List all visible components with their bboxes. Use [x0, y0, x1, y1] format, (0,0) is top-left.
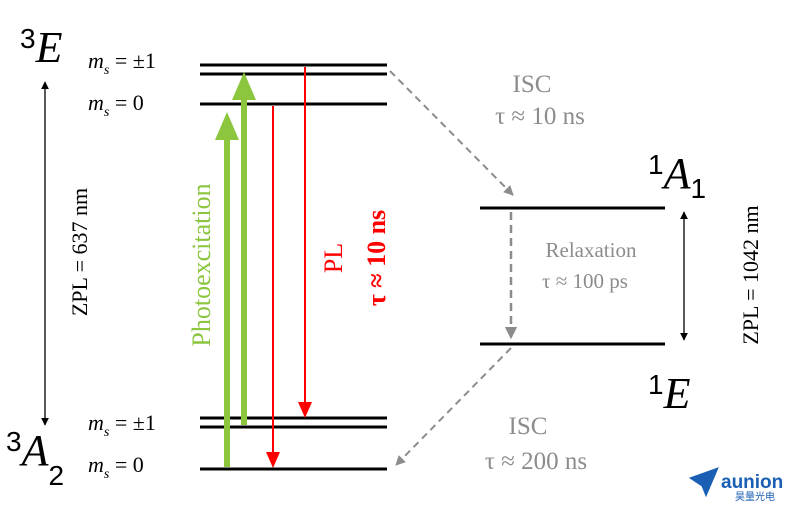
label-ms-0-lower: ms = 0 — [88, 452, 144, 482]
label-1e: 1E — [648, 369, 691, 418]
label-3a2: 3A2 — [6, 426, 64, 491]
isc-lower-tau: τ ≈ 200 ns — [485, 448, 587, 475]
photoexcitation-label: Photoexcitation — [187, 183, 216, 346]
label-ms-pm1-lower: ms = ±1 — [88, 410, 156, 440]
isc-lower-label: ISC — [509, 413, 548, 440]
isc-upper-arrow — [389, 70, 514, 196]
label-3e: 3E — [20, 23, 63, 72]
pl-tau-label: τ ≈ 10 ns — [362, 210, 391, 306]
paper-plane-icon — [688, 467, 719, 498]
pl-arrowhead-2 — [298, 402, 312, 418]
relaxation-label: Relaxation — [546, 238, 637, 262]
zpl-637-label: ZPL = 637 nm — [67, 188, 92, 316]
relaxation-tau: τ ≈ 100 ps — [542, 269, 628, 293]
isc-lower-arrow — [395, 347, 512, 466]
label-ms-0-upper: ms = 0 — [88, 90, 144, 120]
label-1a1: 1A1 — [648, 149, 706, 204]
photoexcitation-arrowhead-1 — [215, 112, 239, 140]
pl-arrowhead-1 — [266, 452, 280, 468]
photoexcitation-arrowhead-2 — [232, 72, 256, 100]
zpl-1042-label: ZPL = 1042 nm — [738, 205, 763, 344]
logo-subtitle: 昊量光电 — [735, 490, 775, 503]
logo-name: aunion — [721, 472, 783, 493]
label-ms-pm1-upper: ms = ±1 — [88, 48, 156, 78]
isc-upper-label: ISC — [513, 71, 552, 98]
logo: aunion 昊量光电 — [688, 467, 783, 503]
pl-label: PL — [319, 243, 348, 273]
isc-upper-tau: τ ≈ 10 ns — [495, 103, 585, 130]
